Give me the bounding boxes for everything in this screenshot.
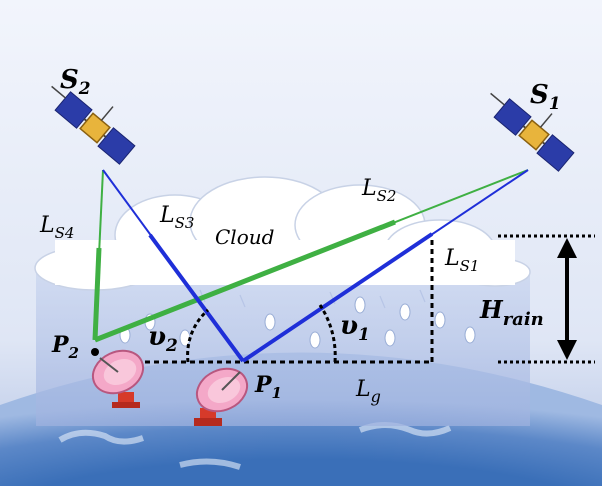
- label-satellite-2: S2: [60, 65, 91, 99]
- label-station-2: P2: [51, 332, 79, 362]
- label-path-s2: LS2: [361, 176, 396, 205]
- satellite-s2-icon: [51, 85, 136, 165]
- label-rain-height: Hrain: [479, 295, 544, 330]
- rain-height-arrowhead-bottom: [557, 340, 577, 360]
- label-path-s1: LS1: [444, 246, 479, 275]
- label-station-1: P1: [254, 372, 282, 402]
- dish-antenna-p2: [91, 349, 145, 408]
- satellite-s1-icon: [490, 92, 575, 172]
- label-path-s4: LS4: [39, 213, 74, 242]
- dish-antenna-p1: [194, 367, 249, 426]
- angle-arc-1: [318, 304, 337, 363]
- blue-link-s2-p1-rain: [148, 233, 245, 363]
- cloud-shape: [34, 176, 531, 291]
- rain-drops: [119, 296, 476, 349]
- rain-region: [36, 268, 530, 426]
- rain-height-arrowhead-top: [557, 238, 577, 258]
- station-2-point: [91, 348, 99, 356]
- label-angle-1: υ1: [340, 311, 370, 345]
- label-angle-2: υ2: [148, 322, 178, 356]
- label-ground-path: Lg: [355, 377, 381, 406]
- green-link-rain-segment: [94, 219, 396, 343]
- label-path-s3: LS3: [159, 203, 194, 232]
- green-link-s2-p2-rain: [92, 247, 102, 341]
- label-cloud: Cloud: [215, 225, 274, 249]
- label-satellite-1: S1: [530, 80, 561, 114]
- angle-arc-2: [186, 308, 210, 363]
- blue-link-p1-s1-rain: [241, 232, 434, 363]
